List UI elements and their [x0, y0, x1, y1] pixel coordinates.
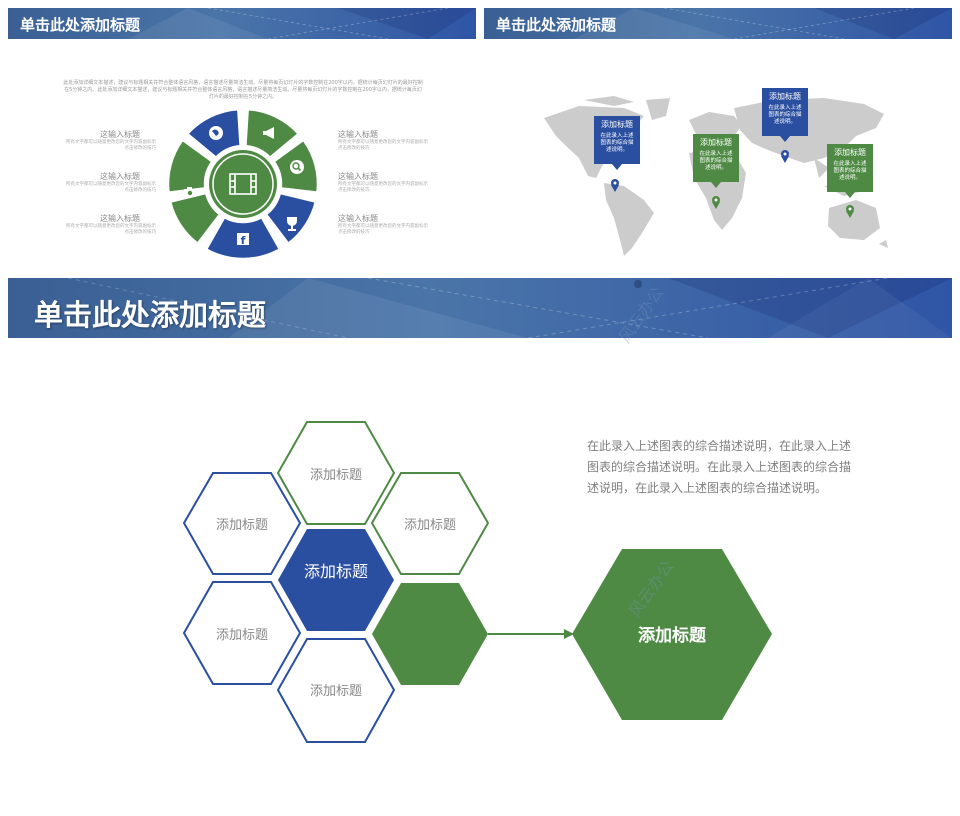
label-title-left-2: 这输入标题 — [100, 172, 140, 181]
callout-title: 添加标题 — [601, 120, 633, 129]
header-texture — [574, 8, 952, 39]
callout-desc: 在此录入上述图表的综合描述说明。 — [768, 105, 802, 125]
label-title-right-2: 这输入标题 — [338, 172, 378, 181]
center-circle — [209, 150, 277, 218]
callout-desc: 在此录入上述图表的综合描述说明。 — [699, 151, 733, 171]
circle-diagram: f — [166, 107, 320, 261]
page-title: 单击此处添加标题 — [496, 16, 617, 34]
hex-big — [572, 549, 772, 720]
label-desc-right-2: 所有文字都可以随意更改您的文字内容副标示点击修改的技巧 — [338, 182, 428, 193]
hex-big-label: 添加标题 — [638, 626, 706, 646]
segment-left-bottom — [168, 191, 222, 246]
hex-top-right-label: 添加标题 — [403, 518, 456, 533]
svg-text:f: f — [241, 234, 246, 247]
hex-top-left — [182, 472, 302, 575]
callout-title: 添加标题 — [700, 138, 732, 147]
label-title-left-1: 这输入标题 — [100, 130, 140, 139]
callout-title: 添加标题 — [769, 92, 801, 101]
search-icon — [290, 160, 304, 174]
segment-left-top — [166, 137, 215, 194]
label-desc-left-1: 所有文字都可以随意更改您的文字内容副标示点击修改的技巧 — [66, 140, 156, 151]
slide-2: 单击此处添加标题 添加标题 在此录入上述图表的综合描述说明。 — [484, 8, 952, 270]
header-texture — [128, 8, 476, 39]
page-title: 单击此处添加标题 — [34, 298, 267, 332]
map-callout-2: 添加标题 在此录入上述图表的综合描述说明。 — [693, 134, 739, 182]
slide-3-header: 单击此处添加标题 — [8, 278, 952, 338]
hexagon-diagram — [182, 421, 772, 743]
map-pin-icon — [712, 196, 720, 209]
description-text: 在此录入上述图表的综合描述说明，在此录入上述图表的综合描述说明。在此录入上述图表… — [587, 439, 852, 495]
map-callout-4: 添加标题 在此录入上述图表的综合描述说明。 — [827, 144, 873, 192]
label-desc-left-3: 所有文字都可以随意更改您的文字内容副标示点击修改的技巧 — [66, 224, 156, 235]
hex-bottom-label: 添加标题 — [309, 684, 362, 699]
map-pin-icon — [611, 179, 619, 192]
label-desc-left-2: 所有文字都可以随意更改您的文字内容副标示点击修改的技巧 — [66, 182, 156, 193]
hex-bottom — [276, 638, 396, 743]
label-title-right-1: 这输入标题 — [338, 130, 378, 139]
intro-text: 此处添加详细文本描述，建议与标题相关并符合整体语言风格，语言描述尽量简洁生动。尽… — [63, 80, 423, 100]
hex-bottom-left — [182, 581, 302, 685]
hex-center-label: 添加标题 — [304, 562, 369, 581]
trophy-icon — [287, 217, 297, 231]
hex-top-left-label: 添加标题 — [215, 518, 268, 533]
map-connectors — [611, 136, 855, 218]
callout-title: 添加标题 — [834, 148, 866, 157]
map-pin-icon — [846, 205, 854, 218]
hex-right-filled — [372, 583, 488, 685]
megaphone-icon — [263, 127, 274, 139]
label-title-right-3: 这输入标题 — [338, 214, 378, 223]
hex-center — [278, 529, 394, 631]
label-desc-right-1: 所有文字都可以随意更改您的文字内容副标示点击修改的技巧 — [338, 140, 428, 151]
film-icon — [229, 173, 257, 195]
map-callout-1: 添加标题 在此录入上述图表的综合描述说明。 — [594, 116, 640, 164]
hex-top — [276, 421, 396, 525]
slide-3: 单击此处添加标题 添加标题 添加标题 添加标题 添加标题 添加标题 添加标题 添… — [8, 278, 952, 808]
hex-top-right — [370, 472, 490, 575]
header-texture — [67, 278, 952, 338]
label-title-left-3: 这输入标题 — [100, 214, 140, 223]
camera-icon — [184, 187, 196, 197]
map-callout-3: 添加标题 在此录入上述图表的综合描述说明。 — [762, 88, 808, 136]
slide-2-header: 单击此处添加标题 — [484, 8, 952, 39]
callout-desc: 在此录入上述图表的综合描述说明。 — [833, 161, 867, 181]
hex-bottom-left-label: 添加标题 — [215, 628, 268, 643]
globe-icon — [209, 126, 223, 140]
slide-1: 单击此处添加标题 此处添加详细文本描述，建议与标题相关并符合整体语言风格，语言描… — [8, 8, 476, 270]
arrow-head — [564, 629, 574, 639]
callout-desc: 在此录入上述图表的综合描述说明。 — [600, 133, 634, 153]
hex-top-label: 添加标题 — [309, 468, 362, 483]
map-pin-icon — [781, 150, 789, 163]
page-title: 单击此处添加标题 — [20, 16, 141, 34]
label-desc-right-3: 所有文字都可以随意更改您的文字内容副标示点击修改的技巧 — [338, 224, 428, 235]
facebook-icon: f — [237, 233, 249, 247]
slide-1-header: 单击此处添加标题 — [8, 8, 476, 39]
